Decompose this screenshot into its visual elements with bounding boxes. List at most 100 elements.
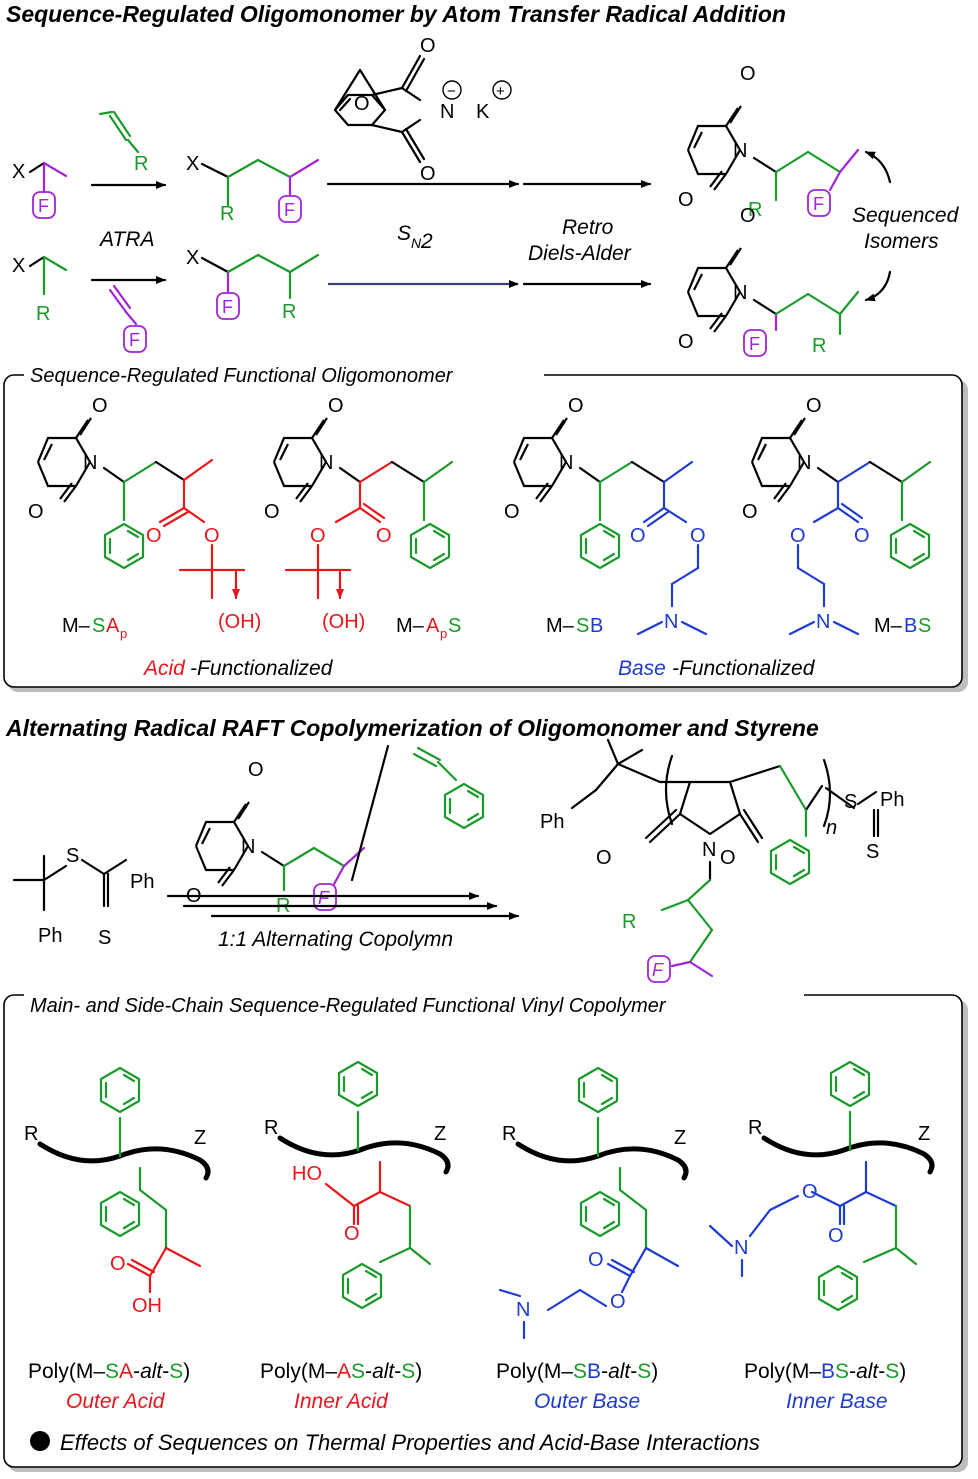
svg-text:M–: M–	[546, 615, 575, 637]
svg-text:O: O	[588, 1249, 604, 1271]
structure-m-sb: N O O O O N M– S B	[504, 395, 708, 637]
scheme2-reaction: Ph S Ph S N O O R F 1:1 Alternating Copo…	[12, 738, 904, 983]
svg-text:R: R	[134, 153, 148, 175]
svg-text:O: O	[790, 525, 806, 547]
svg-text:A: A	[106, 615, 120, 637]
svg-text:N: N	[664, 611, 678, 633]
svg-text:O: O	[376, 525, 392, 547]
svg-text:O: O	[344, 1223, 360, 1245]
svg-text:O: O	[568, 395, 584, 417]
svg-text:N: N	[241, 836, 255, 858]
svg-text:F: F	[318, 888, 330, 908]
copolymer-panel-title: Main- and Side-Chain Sequence-Regulated …	[30, 995, 667, 1017]
svg-text:R: R	[812, 335, 826, 357]
svg-text:B: B	[590, 615, 603, 637]
svg-text:Poly(M–SA-alt-S): Poly(M–SA-alt-S)	[28, 1360, 190, 1383]
polymer-outer-base: R Z O O N	[498, 1066, 689, 1340]
polymer-inner-base: R Z O O N	[708, 1060, 935, 1312]
structure-m-bs: N O O O O N M– B S	[742, 395, 931, 637]
svg-text:R: R	[748, 1117, 762, 1139]
svg-text:O: O	[828, 1225, 844, 1247]
svg-text:O: O	[420, 163, 436, 185]
base-functionalized-label: -Functionalized	[672, 657, 816, 680]
svg-text:S: S	[98, 927, 111, 949]
polymer-label-4: Poly(M–BS-alt-S) Inner Base	[744, 1360, 906, 1413]
svg-text:R: R	[220, 203, 234, 225]
svg-text:−: −	[447, 83, 456, 100]
svg-text:M–: M–	[874, 615, 903, 637]
svg-text:Poly(M–AS-alt-S): Poly(M–AS-alt-S)	[260, 1360, 422, 1383]
svg-text:N: N	[797, 452, 811, 474]
svg-text:B: B	[904, 615, 917, 637]
svg-text:n: n	[826, 817, 837, 839]
svg-text:F: F	[38, 196, 49, 216]
structure-m-aps: N O O O O (OH) M– A p S	[264, 395, 461, 641]
svg-text:N: N	[733, 282, 747, 304]
svg-text:O: O	[802, 1181, 818, 1203]
svg-text:R: R	[622, 911, 636, 933]
svg-text:Z: Z	[674, 1127, 686, 1149]
svg-text:F: F	[129, 330, 140, 350]
svg-text:Inner Acid: Inner Acid	[294, 1390, 389, 1413]
svg-text:N: N	[734, 1237, 748, 1259]
svg-text:S: S	[92, 615, 105, 637]
svg-text:Z: Z	[434, 1123, 446, 1145]
svg-text:O: O	[720, 847, 736, 869]
svg-text:HO: HO	[292, 1163, 322, 1185]
section-title-raft: Alternating Radical RAFT Copolymerizatio…	[5, 715, 819, 741]
svg-text:Ph: Ph	[880, 789, 904, 811]
svg-text:S: S	[576, 615, 589, 637]
svg-text:+: +	[496, 83, 505, 100]
polymer-outer-acid: R Z O OH	[24, 1066, 211, 1317]
svg-text:O: O	[610, 1291, 626, 1313]
svg-text:F: F	[749, 334, 760, 354]
svg-text:2: 2	[420, 230, 433, 253]
svg-text:O: O	[596, 847, 612, 869]
svg-text:S: S	[844, 791, 857, 813]
svg-text:Ph: Ph	[540, 811, 564, 833]
svg-text:Inner Base: Inner Base	[786, 1390, 888, 1413]
svg-text:O: O	[420, 35, 436, 57]
bullet-icon	[30, 1431, 50, 1451]
svg-text:N: N	[559, 452, 573, 474]
svg-text:Outer Base: Outer Base	[534, 1390, 640, 1413]
svg-text:p: p	[120, 626, 127, 641]
svg-text:Outer Acid: Outer Acid	[66, 1390, 166, 1413]
svg-text:M–: M–	[62, 615, 91, 637]
svg-text:N: N	[83, 452, 97, 474]
svg-text:M–: M–	[396, 615, 425, 637]
svg-text:K: K	[476, 101, 490, 123]
polymer-label-3: Poly(M–SB-alt-S) Outer Base	[496, 1360, 658, 1413]
oxanorbornene-imide-reagent: O O O N − K +	[333, 35, 512, 185]
polymer-label-2: Poly(M–AS-alt-S) Inner Acid	[260, 1360, 422, 1413]
svg-text:O: O	[854, 525, 870, 547]
svg-text:1:1 Alternating Copolymn: 1:1 Alternating Copolymn	[218, 928, 453, 951]
svg-text:Retro: Retro	[562, 216, 614, 239]
svg-text:N: N	[702, 839, 716, 861]
section-title-atra: Sequence-Regulated Oligomonomer by Atom …	[6, 1, 786, 27]
svg-text:O: O	[146, 525, 162, 547]
svg-text:(OH): (OH)	[218, 611, 261, 633]
svg-text:S: S	[448, 615, 461, 637]
svg-text:S: S	[918, 615, 931, 637]
svg-text:O: O	[742, 501, 758, 523]
svg-text:Diels-Alder: Diels-Alder	[528, 242, 632, 265]
svg-text:O: O	[264, 501, 280, 523]
svg-text:O: O	[92, 395, 108, 417]
svg-text:N: N	[440, 101, 454, 123]
svg-text:ATRA: ATRA	[98, 228, 154, 251]
svg-text:Sequenced: Sequenced	[852, 204, 960, 227]
svg-text:R: R	[282, 301, 296, 323]
svg-text:Ph: Ph	[38, 925, 62, 947]
svg-text:Isomers: Isomers	[864, 230, 939, 253]
svg-text:F: F	[652, 960, 664, 980]
svg-text:F: F	[222, 297, 233, 317]
svg-text:O: O	[690, 525, 706, 547]
svg-text:O: O	[310, 525, 326, 547]
svg-text:N: N	[516, 1299, 530, 1321]
svg-text:X: X	[186, 153, 199, 175]
svg-text:A: A	[426, 615, 440, 637]
svg-text:Poly(M–BS-alt-S): Poly(M–BS-alt-S)	[744, 1360, 906, 1383]
svg-text:(OH): (OH)	[322, 611, 365, 633]
